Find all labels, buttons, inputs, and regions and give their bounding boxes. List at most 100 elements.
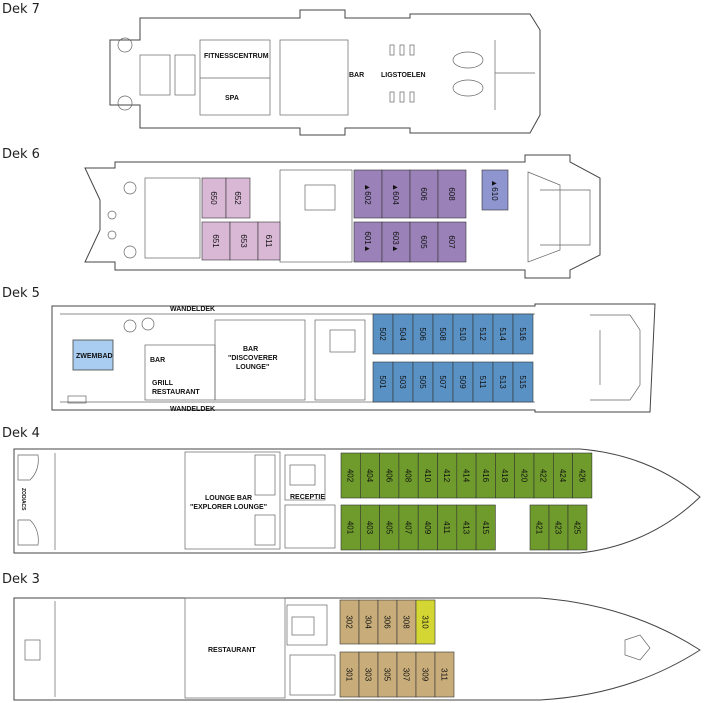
cabin-425[interactable] [567,504,588,551]
cabin-number: 505 [418,375,427,389]
area-label-restaurant-grill: RESTAURANT [152,389,200,396]
area-label-grill: GRILL [152,380,174,387]
cabin-611[interactable] [257,221,281,261]
cabin-number: 603▲ [391,231,400,252]
cabin-number: 426 [577,469,586,483]
cabin-number: 601▲ [363,231,372,252]
cabin-number: 401 [346,521,355,535]
cabin-number: 506 [418,327,427,341]
area-label-bar-discoverer: BAR [243,346,258,353]
cabin-651[interactable] [201,221,231,261]
cabin-number: 423 [554,521,563,535]
area-label-ligstoelen: LIGSTOELEN [381,72,426,79]
cabin-number: 418 [500,469,509,483]
cabin-number: 404 [365,469,374,483]
cabin-number: 414 [461,469,470,483]
cabin-number: 310 [421,615,430,629]
bench-group [389,44,415,103]
cabin-number: 421 [535,521,544,535]
cabin-606[interactable] [409,169,439,219]
cabin-number: 416 [481,469,490,483]
area-label-bar: BAR [349,72,364,79]
cabin-number: 305 [383,668,392,682]
cabin-number: 301 [345,668,354,682]
cabin-number: 307 [402,668,411,682]
area-label-receptie: RECEPTIE [290,494,325,501]
deck-label-7: Dek 7 [2,2,40,17]
cabin-number: 508 [438,327,447,341]
pool [72,339,114,371]
cabin-number: 608 [447,187,456,201]
cabin-number: 424 [558,469,567,483]
cabin-number: 502 [378,327,387,341]
cabin-610[interactable] [481,169,509,211]
area-label-discoverer: "DISCOVERER [228,355,278,362]
cabin-number: 501 [378,375,387,389]
cabin-602[interactable] [353,169,383,219]
cabin-603[interactable] [381,221,411,263]
cabin-number: 504 [398,327,407,341]
area-label-spa: SPA [225,95,239,102]
cabin-607[interactable] [437,221,467,263]
cabin-310[interactable] [415,599,436,645]
cabin-number: 606 [419,187,428,201]
cabin-601[interactable] [353,221,383,263]
cabin-number: 408 [404,469,413,483]
deck-7-plan: FITNESSCENTRUM SPA BAR LIGSTOELEN [109,9,541,136]
cabin-number: 503 [398,375,407,389]
area-label-restaurant: RESTAURANT [208,647,256,654]
cabin-number: 651 [211,234,220,248]
area-label-fitness: FITNESSCENTRUM [204,53,269,60]
deck-label-5: Dek 5 [2,286,40,301]
area-label-zwembad: ZWEMBAD [76,353,113,360]
cabin-number: ▲602 [363,183,372,205]
cabin-number: 512 [478,327,487,341]
cabin-number: 605 [419,235,428,249]
cabin-number: 405 [384,521,393,535]
cabin-608[interactable] [437,169,467,219]
cabin-number: 304 [364,615,373,629]
cabin-604[interactable] [381,169,411,219]
cabin-number: 422 [539,469,548,483]
cabin-number: 513 [498,375,507,389]
cabin-number: 415 [481,521,490,535]
area-label-wandeldek-top: WANDELDEK [170,306,215,313]
cabin-515[interactable] [512,361,534,403]
cabin-number: 510 [458,327,467,341]
cabin-number: 411 [442,521,451,534]
cabin-number: 407 [404,521,413,535]
cabin-number: 308 [402,615,411,629]
cabin-number: 511 [478,376,487,389]
cabin-415[interactable] [475,504,496,551]
cabin-number: 402 [346,469,355,483]
cabin-652[interactable] [225,177,251,219]
cabin-number: 306 [383,615,392,629]
cabin-number: 406 [384,469,393,483]
deck-label-4: Dek 4 [2,426,40,441]
cabin-number: ▲610 [490,179,499,201]
cabin-number: 403 [365,521,374,535]
cabin-number: 410 [423,469,432,483]
cabin-number: 653 [239,234,248,248]
cabin-number: 516 [518,327,527,341]
deck-label-3: Dek 3 [2,572,40,587]
cabin-311[interactable] [434,651,455,698]
cabin-number: 311 [440,668,449,681]
cabin-650[interactable] [201,177,227,219]
deck-3-plan: RESTAURANT [13,597,701,701]
cabin-number: 611 [264,235,273,248]
cabin-number: 509 [458,375,467,389]
cabin-number: 302 [345,615,354,629]
cabin-number: 413 [461,521,470,535]
cabin-number: 309 [421,668,430,682]
cabin-653[interactable] [229,221,259,261]
cabin-number: 409 [423,521,432,535]
cabin-516[interactable] [512,313,534,355]
cabin-426[interactable] [572,452,593,499]
area-label-lounge-bar: LOUNGE BAR [205,495,252,502]
